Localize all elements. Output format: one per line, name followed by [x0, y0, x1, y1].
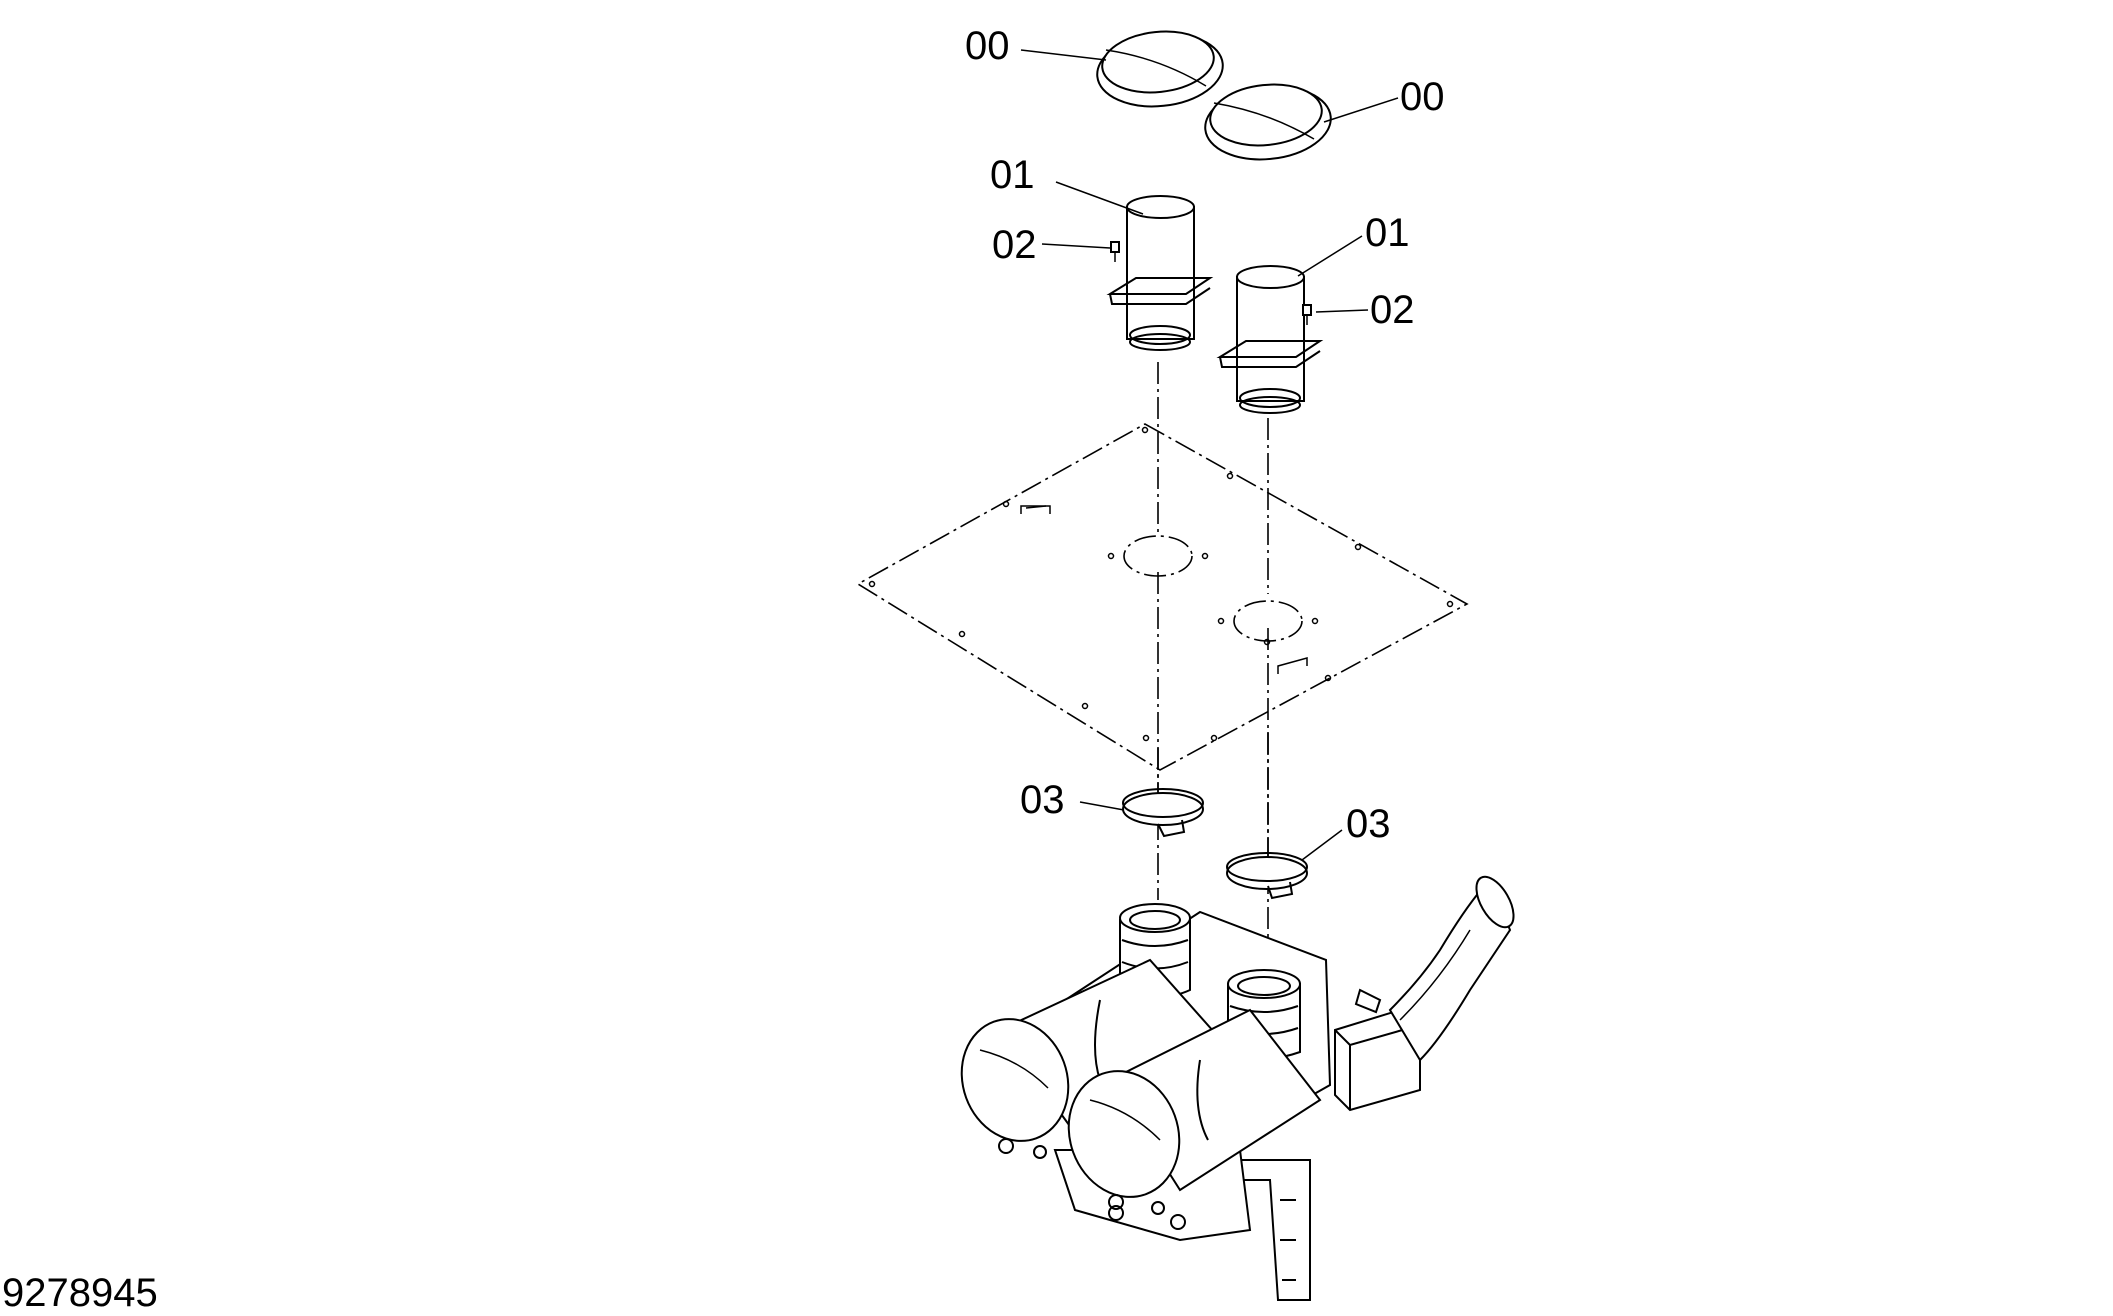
clamp-right	[1226, 852, 1308, 900]
bolt-right	[1302, 304, 1312, 325]
callout-pipe-right: 01	[1365, 211, 1410, 255]
callout-bolt-right: 02	[1370, 288, 1415, 332]
document-number: 9278945	[2, 1271, 158, 1315]
exhaust-pipe-right	[1216, 265, 1324, 414]
rain-cap-left	[1096, 30, 1224, 108]
callout-clamp-right: 03	[1346, 802, 1391, 846]
cover-plate	[856, 423, 1469, 771]
bolt-left	[1110, 241, 1120, 262]
callout-cap-right: 00	[1400, 75, 1445, 119]
callout-bolt-left: 02	[992, 223, 1037, 267]
callout-clamp-left: 03	[1020, 778, 1065, 822]
leader-lines	[1020, 49, 1399, 861]
callout-cap-left: 00	[965, 24, 1010, 68]
rain-cap-right	[1204, 83, 1332, 161]
clamp-left	[1122, 788, 1204, 838]
muffler-assembly	[960, 875, 1515, 1301]
exhaust-pipe-left	[1106, 195, 1214, 351]
callout-pipe-left: 01	[990, 153, 1035, 197]
